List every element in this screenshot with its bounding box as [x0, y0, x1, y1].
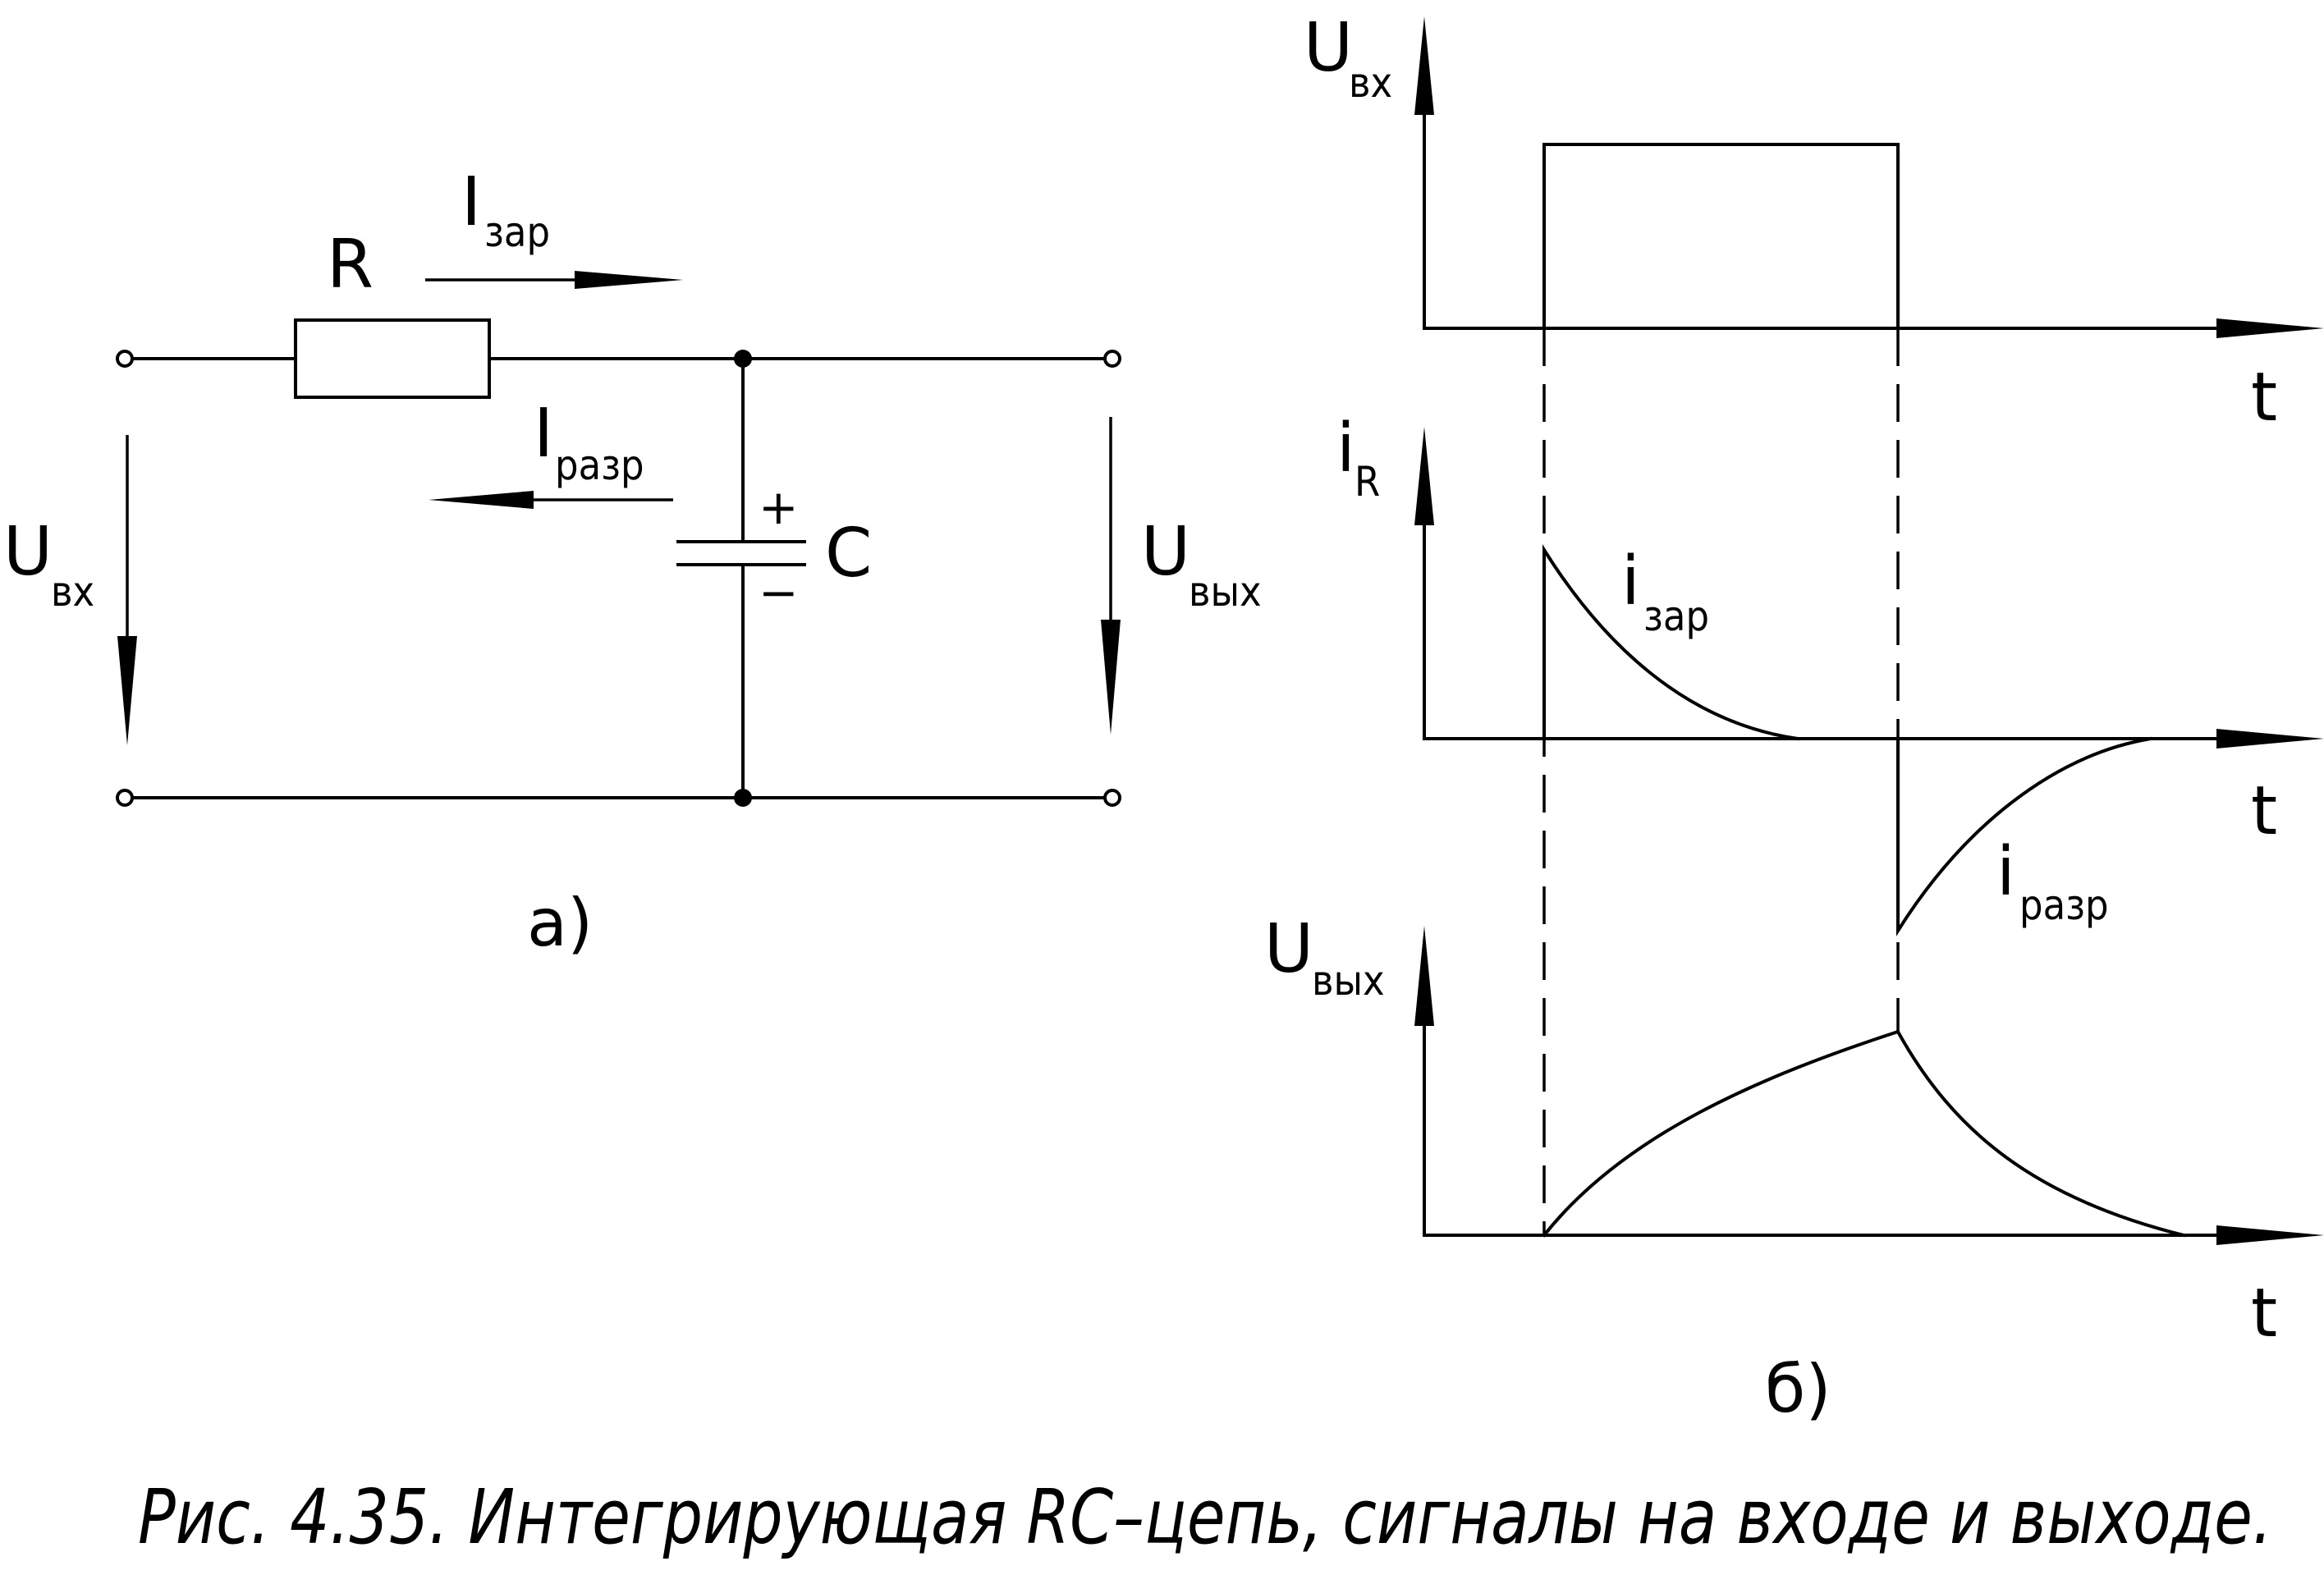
input-voltage-arrow-head	[117, 636, 137, 745]
discharge-current-graph-label-main: i	[1996, 833, 2015, 911]
output-voltage-label-main: U	[1141, 513, 1190, 591]
output-graph-x-label: t	[2251, 1275, 2277, 1353]
current-graph-y-label-main: i	[1336, 410, 1355, 488]
charge-current-arrow-head	[575, 271, 683, 289]
discharge-current-graph-label: i разр	[1996, 833, 2109, 929]
discharge-current-graph-label-sub: разр	[2019, 881, 2109, 929]
output-terminal-bottom	[1103, 789, 1121, 807]
capacitor-plus-sign: +	[759, 479, 799, 535]
circuit-diagram: R C + − I зар I разр U вх U вых а)	[3, 163, 1262, 961]
output-graph-y-axis-arrow	[1414, 926, 1434, 1026]
input-graph-x-axis-arrow	[2216, 318, 2324, 338]
input-graph-x-label: t	[2251, 359, 2277, 437]
charge-current-graph-label-main: i	[1621, 543, 1640, 620]
charge-current-label-sub: зар	[484, 208, 550, 256]
resistor	[294, 318, 491, 399]
output-voltage-label: U вых	[1141, 513, 1262, 616]
output-voltage-graph: U вых t	[1264, 910, 2324, 1353]
output-discharge-curve	[1895, 1029, 2186, 1238]
resistor-label: R	[327, 226, 374, 304]
input-terminal-bottom	[116, 789, 134, 807]
output-voltage-arrow-head	[1101, 620, 1121, 735]
output-graph-y-label-sub: вых	[1312, 957, 1385, 1005]
input-voltage-label-sub: вх	[51, 568, 94, 616]
discharge-current-label-main: I	[534, 395, 553, 473]
discharge-current-label-sub: разр	[555, 442, 644, 489]
input-voltage-label-main: U	[3, 513, 53, 591]
input-graph-y-label-main: U	[1304, 9, 1353, 87]
input-graph-y-label-sub: вх	[1349, 59, 1392, 107]
current-graph-y-axis-arrow	[1414, 427, 1434, 525]
charge-current-curve	[1542, 544, 1800, 741]
discharge-current-curve	[1896, 736, 2153, 936]
current-graph: i R i зар i разр t	[1336, 410, 2324, 936]
output-charge-curve	[1542, 1029, 1900, 1238]
input-pulse	[1542, 143, 1900, 330]
charge-current-graph-label-sub: зар	[1643, 593, 1709, 640]
timing-graphs: U вх t i R i зар i разр t	[1264, 9, 2324, 1427]
part-b-label: б)	[1765, 1351, 1831, 1427]
figure-caption: Рис. 4.35. Интегрирующая RC–цепь, сигнал…	[138, 1473, 2272, 1561]
input-graph-y-axis-arrow	[1414, 16, 1434, 115]
input-voltage-label: U вх	[3, 513, 94, 616]
part-a-label: а)	[527, 885, 593, 961]
input-terminal-top	[116, 350, 134, 368]
charge-current-label: I зар	[461, 163, 550, 256]
output-graph-y-label-main: U	[1264, 910, 1313, 988]
current-graph-y-label: i R	[1336, 410, 1380, 506]
charge-current-graph-label: i зар	[1621, 543, 1709, 640]
discharge-current-label: I разр	[534, 395, 644, 489]
output-graph-y-label: U вых	[1264, 910, 1385, 1005]
capacitor-minus-sign: −	[759, 565, 799, 620]
current-graph-x-label: t	[2251, 772, 2277, 850]
output-voltage-label-sub: вых	[1189, 568, 1262, 616]
junction-node-bottom	[734, 789, 752, 807]
charge-current-label-main: I	[461, 163, 481, 241]
current-graph-y-label-sub: R	[1355, 458, 1380, 506]
output-graph-x-axis-arrow	[2216, 1225, 2324, 1245]
capacitor-label: C	[825, 515, 872, 593]
input-graph-y-label: U вх	[1304, 9, 1392, 107]
junction-node-top	[734, 350, 752, 368]
current-graph-x-axis-arrow	[2216, 729, 2324, 749]
input-voltage-graph: U вх t	[1304, 9, 2324, 437]
output-terminal-top	[1103, 350, 1121, 368]
discharge-current-arrow-head	[429, 491, 534, 509]
